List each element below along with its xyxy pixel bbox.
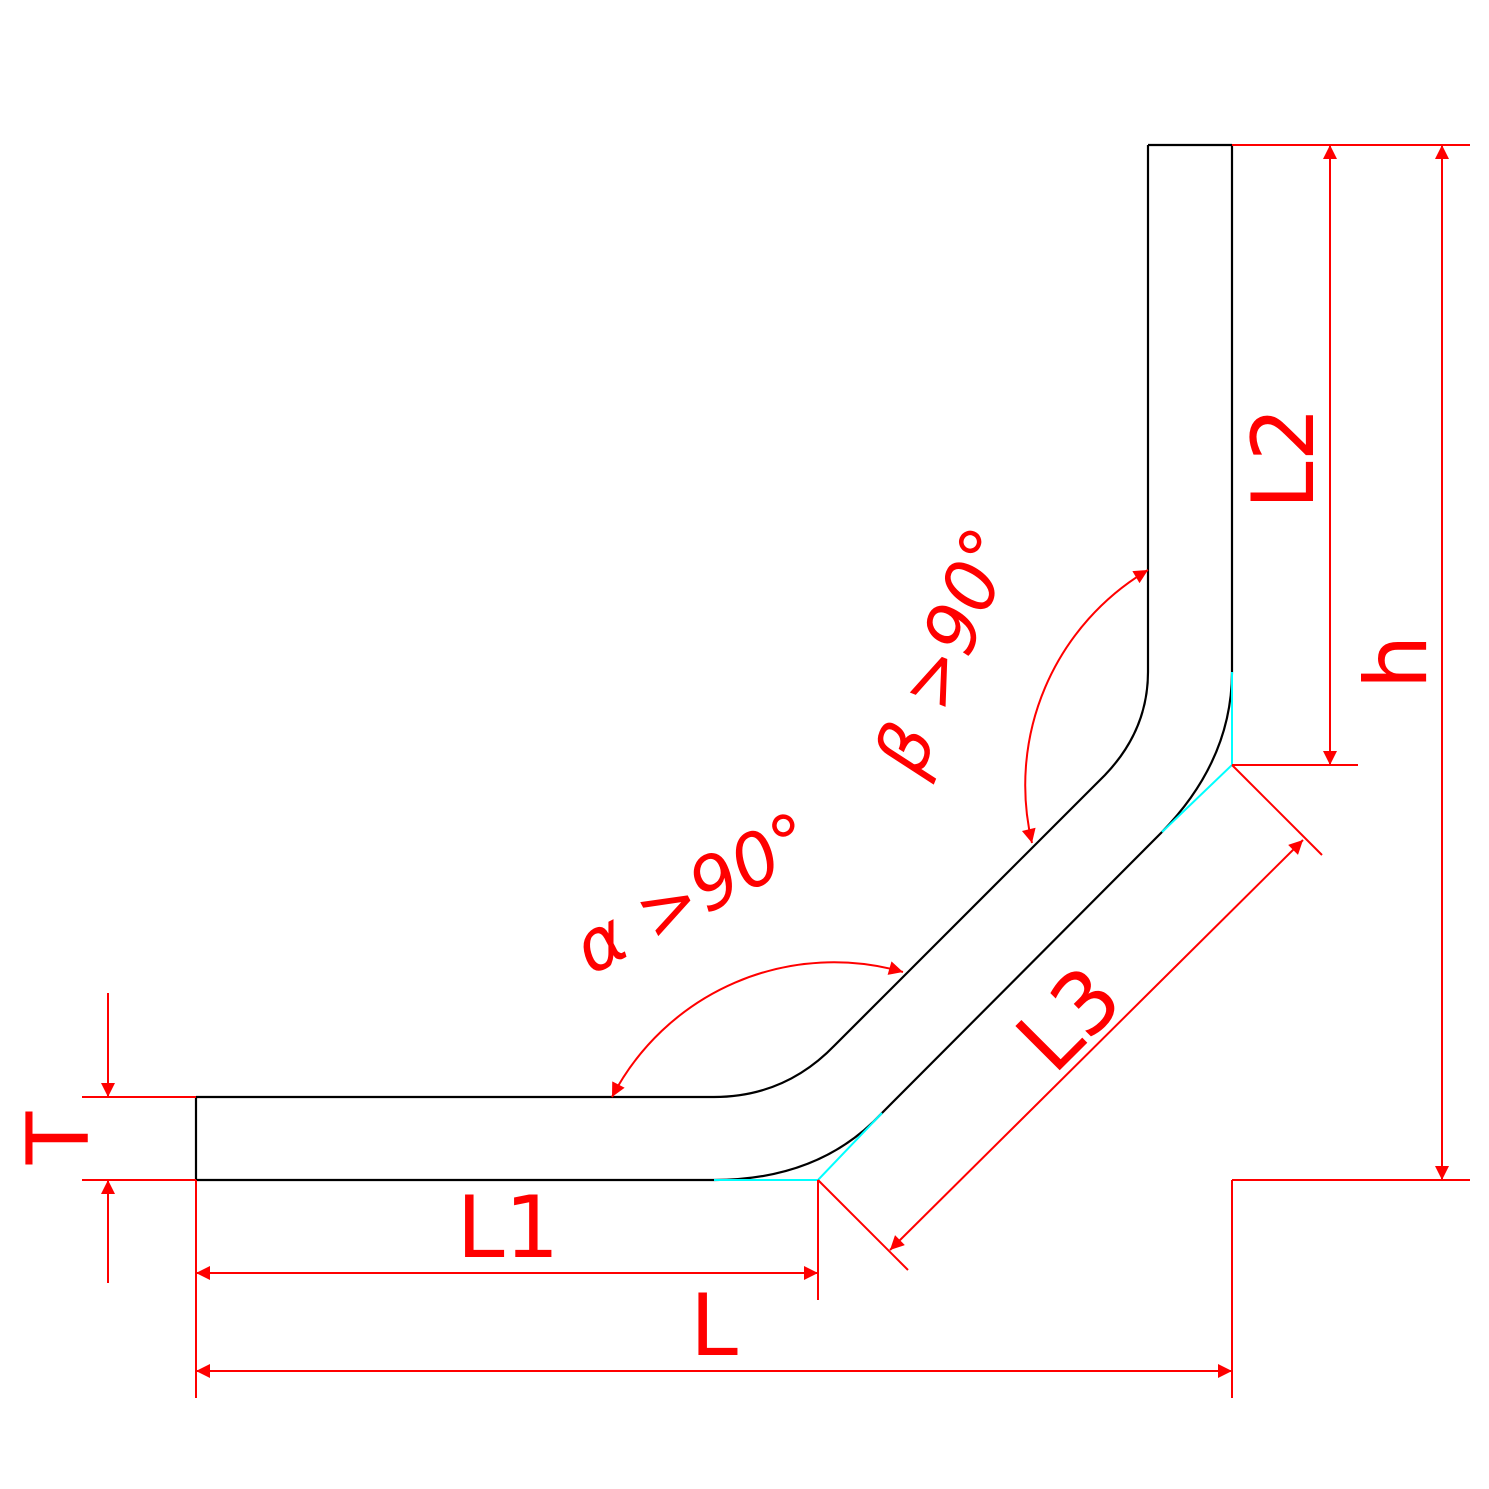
construction-corner-upper	[1161, 672, 1233, 833]
extension-line	[817, 1179, 909, 1271]
extension-line	[1231, 764, 1323, 856]
label-height: h	[1347, 635, 1447, 690]
label-l: L	[690, 1276, 738, 1376]
dimension-line-l3	[889, 839, 1304, 1251]
outline-inner-edge	[196, 145, 1150, 1099]
construction-corner-lower	[714, 1112, 883, 1181]
dimension-horizontal	[195, 1179, 1470, 1398]
label-l3: L3	[998, 948, 1141, 1091]
label-angle-beta: β >90°	[857, 516, 1031, 786]
dimension-vertical	[1232, 144, 1470, 1180]
label-l1: L1	[457, 1178, 560, 1278]
dimensions	[82, 144, 1470, 1398]
angle-arc-beta	[1021, 569, 1149, 844]
label-thickness: T	[9, 1111, 109, 1165]
angle-arc-alpha	[611, 961, 904, 1098]
dimension-thickness	[82, 993, 196, 1283]
label-angle-alpha: α >90°	[560, 795, 827, 990]
dimension-diagonal	[817, 764, 1323, 1271]
construction-lines	[714, 672, 1233, 1181]
label-l2: L2	[1234, 407, 1334, 510]
